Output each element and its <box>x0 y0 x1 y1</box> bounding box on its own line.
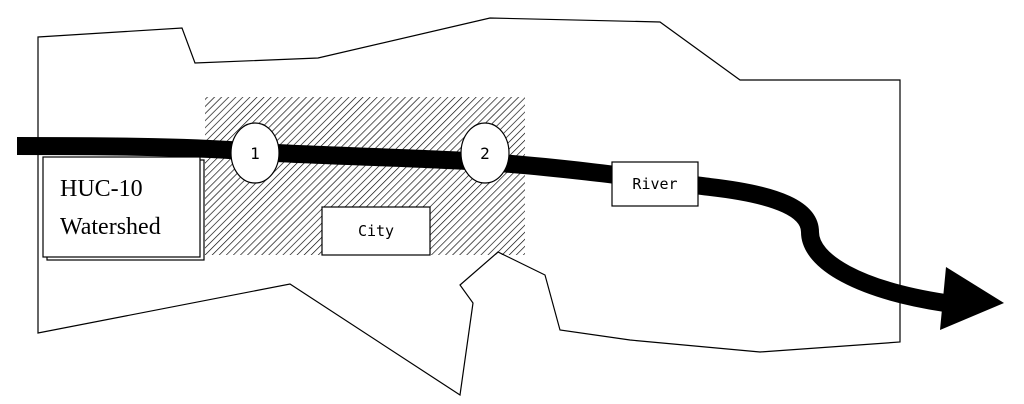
city-label: City <box>358 222 394 240</box>
watershed-label-line1: HUC-10 <box>60 176 143 202</box>
river-label-box: River <box>611 161 699 207</box>
watershed-boundary <box>37 17 901 397</box>
river-line <box>16 137 947 312</box>
city-label-frame <box>321 206 431 256</box>
river-label-frame <box>611 161 699 207</box>
city-label-box: City <box>321 206 431 256</box>
river-label: River <box>632 175 677 193</box>
river-arrowhead <box>940 267 1004 330</box>
site-label: 2 <box>480 144 490 163</box>
site-1: 1 <box>230 122 280 184</box>
watershed-label-frame <box>42 156 201 258</box>
site-circle <box>230 122 280 184</box>
site-2: 2 <box>460 122 510 184</box>
site-circle <box>460 122 510 184</box>
site-label: 1 <box>250 144 260 163</box>
watershed-label-line2: Watershed <box>60 214 161 240</box>
watershed-label-box: HUC-10 Watershed <box>42 156 205 261</box>
